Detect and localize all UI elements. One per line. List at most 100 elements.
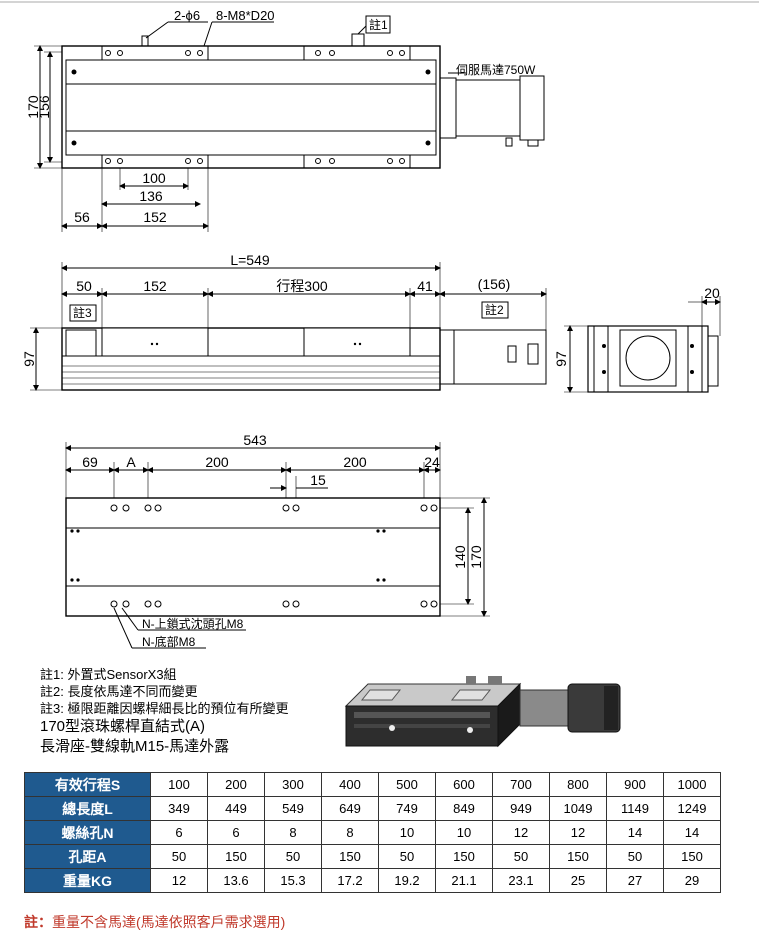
product-illustration [344,676,621,748]
dim-50: 50 [76,278,92,294]
table-cell: 12 [150,868,208,893]
dim-156-top: 156 [36,95,52,119]
table-cell: 8 [264,820,322,845]
table-cell: 1000 [663,772,721,797]
table-cell: 150 [435,844,493,869]
table-cell: 200 [207,772,265,797]
table-cell: 400 [321,772,379,797]
note1-tag: 註1 [369,18,388,32]
motor-label: 伺服馬達750W [456,63,536,77]
dim-41: 41 [417,278,433,294]
table-cell: 800 [549,772,607,797]
row-header: 總長度L [24,796,151,821]
table-cell: 50 [264,844,322,869]
note-3: 註3: 極限距離因螺桿細長比的預位有所變更 [40,701,289,716]
dim-136: 136 [139,188,163,204]
dim-200a: 200 [205,454,229,470]
table-cell: 349 [150,796,208,821]
dim-L: L=549 [230,252,270,268]
table-cell: 19.2 [378,868,436,893]
bottom-view: 543 69 A 200 200 24 15 [65,432,490,649]
table-cell: 150 [207,844,265,869]
table-cell: 6 [207,820,265,845]
note2-tag: 註2 [485,303,504,317]
table-cell: 29 [663,868,721,893]
dim-200b: 200 [343,454,367,470]
table-cell: 949 [492,796,550,821]
label-bottom-holes: N-底部M8 [142,634,196,649]
table-cell: 649 [321,796,379,821]
table-cell: 15.3 [264,868,322,893]
dim-stroke: 行程300 [276,278,328,294]
table-cell: 10 [378,820,436,845]
row-header: 螺絲孔N [24,820,151,845]
table-cell: 749 [378,796,436,821]
table-cell: 900 [606,772,664,797]
table-cell: 100 [150,772,208,797]
dim-543: 543 [243,432,267,448]
model-description: 長滑座-雙線軌M15-馬達外露 [40,738,230,755]
label-top-holes: N-上鎖式沈頭孔M8 [142,616,244,631]
table-cell: 12 [492,820,550,845]
callout-holes: 2-ϕ6 [174,8,200,23]
table-cell: 1049 [549,796,607,821]
top-view: 170 156 2-ϕ6 8-M8*D20 註1 伺服馬達750W 100 13… [25,8,545,232]
table-cell: 8 [321,820,379,845]
table-cell: 23.1 [492,868,550,893]
dim-152-top: 152 [143,209,167,225]
end-view: 20 97 [553,285,721,393]
dim-20: 20 [704,285,720,301]
table-cell: 500 [378,772,436,797]
table-cell: 300 [264,772,322,797]
table-cell: 50 [606,844,664,869]
table-cell: 12 [549,820,607,845]
table-cell: 17.2 [321,868,379,893]
table-cell: 1149 [606,796,664,821]
dim-170-top: 170 [25,95,41,119]
table-cell: 50 [492,844,550,869]
side-view: L=549 50 152 行程300 41 (156) 註3 註2 [21,252,547,391]
footnote: 註：重量不含馬達(馬達依照客戶需求選用) [24,912,285,932]
notes-block: 註1: 外置式SensorX3組 註2: 長度依馬達不同而變更 註3: 極限距離… [40,666,288,757]
table-cell: 549 [264,796,322,821]
dim-97-side: 97 [21,351,37,367]
dim-170-bottom: 170 [468,545,484,569]
dim-15: 15 [310,472,326,488]
row-header: 重量KG [24,868,151,893]
table-cell: 150 [549,844,607,869]
dim-69: 69 [82,454,98,470]
model-name: 170型滾珠螺桿直結式(A) [40,718,206,735]
table-cell: 27 [606,868,664,893]
table-cell: 1249 [663,796,721,821]
table-cell: 449 [207,796,265,821]
dim-100: 100 [142,170,166,186]
dim-24: 24 [424,454,440,470]
row-header: 孔距A [24,844,151,869]
dim-140: 140 [452,545,468,569]
row-header: 有效行程S [24,772,151,797]
table-cell: 700 [492,772,550,797]
table-cell: 150 [663,844,721,869]
dim-156-side: (156) [478,276,511,292]
table-cell: 849 [435,796,493,821]
table-cell: 14 [663,820,721,845]
note-2: 註2: 長度依馬達不同而變更 [40,684,198,699]
note-1: 註1: 外置式SensorX3組 [40,667,177,682]
note3-tag: 註3 [73,306,92,320]
table-cell: 6 [150,820,208,845]
table-cell: 50 [378,844,436,869]
table-cell: 150 [321,844,379,869]
dim-56: 56 [74,209,90,225]
table-cell: 14 [606,820,664,845]
table-cell: 10 [435,820,493,845]
table-cell: 600 [435,772,493,797]
dim-97-end: 97 [553,351,569,367]
dim-152-side: 152 [143,278,167,294]
table-cell: 21.1 [435,868,493,893]
table-cell: 13.6 [207,868,265,893]
